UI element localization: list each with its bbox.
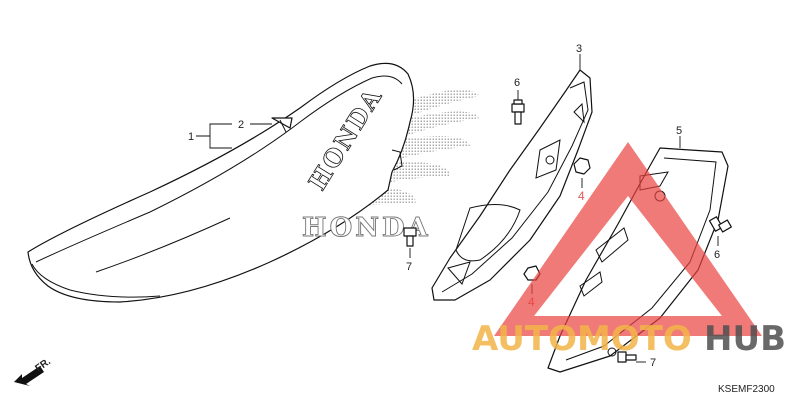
front-direction-arrow: FR. bbox=[14, 356, 53, 386]
callout-3: 3 bbox=[576, 43, 582, 55]
callout-4-upper: 4 bbox=[578, 189, 585, 203]
watermark-text-part1: AUTOMOTO bbox=[472, 319, 692, 359]
watermark-triangle bbox=[494, 142, 762, 336]
callout-1: 1 bbox=[188, 131, 194, 143]
watermark-text-part2: HUB bbox=[704, 319, 786, 359]
callout-7-left: 7 bbox=[406, 261, 412, 273]
bolt-6-upper bbox=[511, 99, 525, 125]
callout-6-upper: 6 bbox=[514, 77, 520, 89]
callout-7-right: 7 bbox=[650, 357, 656, 369]
callout-2: 2 bbox=[238, 119, 244, 131]
nut-4-upper bbox=[573, 157, 591, 175]
watermark: AUTOMOTO HUB bbox=[472, 142, 786, 359]
bolt-7-right bbox=[617, 351, 637, 363]
diagram-code: KSEMF2300 bbox=[718, 384, 775, 395]
callout-6-right: 6 bbox=[714, 249, 720, 261]
seat-badge bbox=[271, 117, 293, 133]
seat-assembly: HONDA bbox=[27, 62, 415, 303]
bolt-7-left bbox=[403, 227, 417, 247]
bolt-6-right bbox=[708, 216, 732, 233]
side-cover-left bbox=[431, 69, 593, 301]
callout-5: 5 bbox=[676, 125, 682, 137]
